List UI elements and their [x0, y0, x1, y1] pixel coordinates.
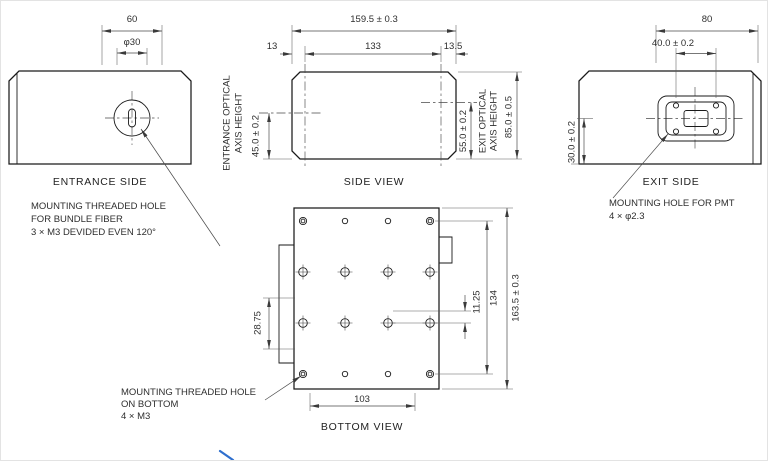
- dim-text-30: 30.0 ± 0.2: [567, 121, 578, 163]
- dim-text-40: 40.0 ± 0.2: [652, 38, 694, 49]
- bottom-note-line: 4 × M3: [121, 411, 150, 422]
- entrance-axis-label-2: AXIS HEIGHT: [234, 93, 245, 153]
- entrance-note-line: 3 × M3 DEVIDED EVEN 120°: [31, 227, 156, 238]
- bottom-right-tab: [439, 236, 453, 264]
- dim-text-159: 159.5 ± 0.3: [350, 14, 397, 25]
- exit-side-view: 80 40.0 ± 0.2 30.0 ± 0.2 MOUNTING HOLE F…: [567, 14, 762, 222]
- bottom-note-leader: [264, 375, 302, 401]
- dim-text-phi30: φ30: [124, 37, 141, 48]
- blue-artifact-mark: [218, 449, 235, 460]
- bottom-view: 28.75 11.25 134 163.5 ± 0.3 103 MOUNTING…: [121, 207, 522, 433]
- entrance-note-leader: [140, 128, 221, 247]
- exit-aperture: [683, 110, 709, 127]
- bottom-corner-mounting-holes: [298, 216, 435, 379]
- dim-text-45: 45.0 ± 0.2: [251, 115, 262, 157]
- dim-text-80: 80: [702, 14, 713, 25]
- bottom-left-tab: [278, 244, 294, 364]
- entrance-side-view: 60 φ30 MOUNTING THREADED HOLE FOR BUNDLE…: [8, 14, 221, 247]
- dim-text-2875: 28.75: [253, 311, 264, 335]
- entrance-axis-label-1: ENTRANCE OPTICAL: [222, 75, 233, 171]
- exit-note-leader: [612, 133, 669, 199]
- bottom-note-line: ON BOTTOM: [121, 399, 178, 410]
- dim-text-85: 85.0 ± 0.5: [504, 96, 515, 138]
- exit-axis-label-1: EXIT OPTICAL: [478, 89, 489, 153]
- dim-text-55: 55.0 ± 0.2: [458, 110, 469, 152]
- dim-text-103: 103: [354, 394, 370, 405]
- exit-view-title: EXIT SIDE: [643, 176, 700, 188]
- side-view-title: SIDE VIEW: [344, 176, 405, 188]
- pmt-flange-outer: [657, 95, 735, 142]
- exit-axis-label-2: AXIS HEIGHT: [489, 91, 500, 151]
- fiber-port-slot: [128, 108, 136, 128]
- dim-text-1125: 11.25: [472, 290, 483, 313]
- dim-text-60: 60: [127, 14, 138, 25]
- entrance-note-line: FOR BUNDLE FIBER: [31, 214, 123, 225]
- dim-text-1635: 163.5 ± 0.3: [511, 274, 522, 321]
- side-view: 159.5 ± 0.3 13 133 13.5 45.0 ± 0.2 ENTRA…: [222, 14, 522, 188]
- bottom-inner-hole-grid: [295, 264, 438, 331]
- dim-text-13: 13: [267, 41, 278, 52]
- pmt-mounting-holes: [672, 102, 720, 135]
- pmt-flange-inner: [665, 101, 727, 136]
- bottom-edge-holes: [341, 217, 392, 378]
- entrance-housing-outline: [8, 70, 192, 165]
- dim-text-133: 133: [365, 41, 381, 52]
- entrance-view-title: ENTRANCE SIDE: [53, 176, 147, 188]
- bottom-housing-outline: [293, 207, 440, 390]
- bottom-view-title: BOTTOM VIEW: [321, 421, 403, 433]
- side-housing-outline: [291, 71, 457, 160]
- exit-note-line: MOUNTING HOLE FOR PMT: [609, 198, 735, 209]
- dim-text-13-5: 13.5: [444, 41, 463, 52]
- dim-text-134: 134: [489, 290, 500, 306]
- fiber-port-boss: [113, 99, 151, 137]
- exit-note-line: 4 × φ2.3: [609, 211, 644, 222]
- bottom-note-line: MOUNTING THREADED HOLE: [121, 387, 256, 398]
- entrance-note-line: MOUNTING THREADED HOLE: [31, 201, 166, 212]
